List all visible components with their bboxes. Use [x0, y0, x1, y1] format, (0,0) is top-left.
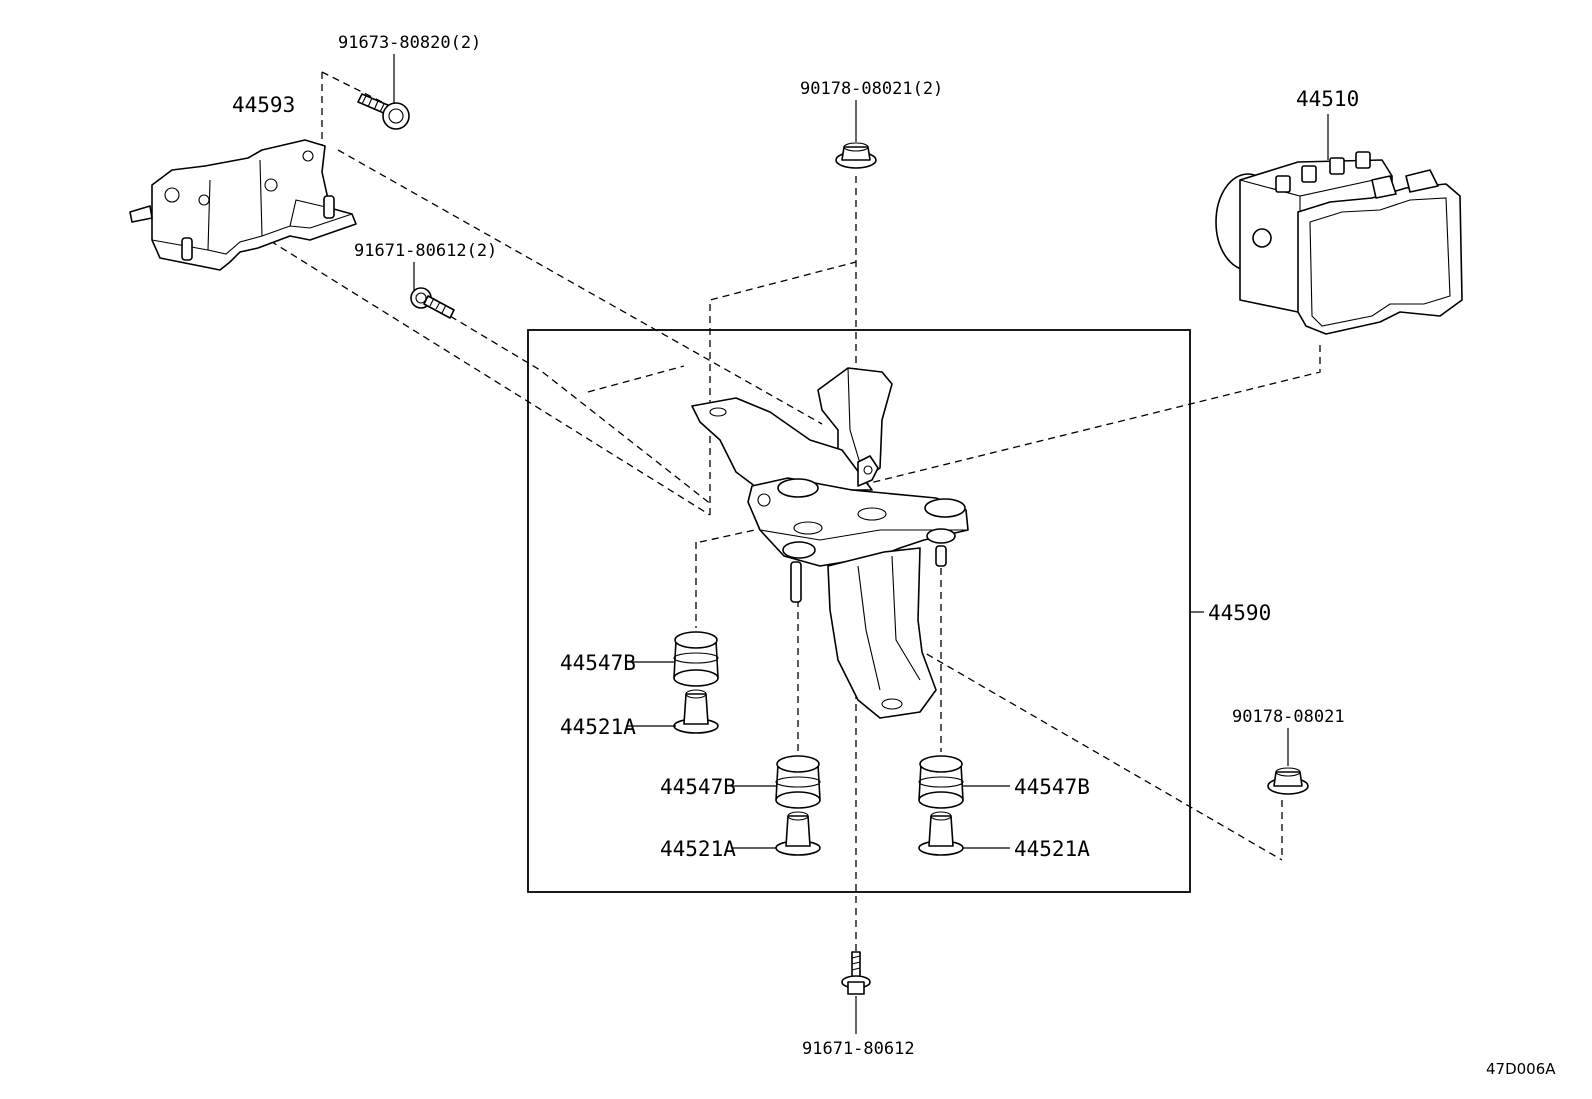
label-44547b-center: 44547B	[660, 775, 736, 799]
bolt-91671-80612-left-icon	[410, 287, 455, 319]
nut-90178-top-icon	[835, 142, 877, 169]
collar-44521a-left-icon	[673, 689, 719, 734]
label-44521a-right: 44521A	[1014, 837, 1090, 861]
assembly-frame	[527, 329, 1191, 893]
label-91673-80820: 91673-80820(2)	[338, 33, 481, 53]
label-44590: 44590	[1208, 601, 1271, 625]
label-44510: 44510	[1296, 87, 1359, 111]
assembly-guide-lines	[239, 71, 1321, 962]
cushion-44547b-left-icon	[673, 631, 719, 687]
label-91671-80612-2: 91671-80612(2)	[354, 241, 497, 261]
collar-44521a-right-icon	[918, 811, 964, 856]
label-44521a-left: 44521A	[560, 715, 636, 739]
label-44521a-center: 44521A	[660, 837, 736, 861]
nut-90178-right-icon	[1267, 767, 1309, 795]
actuator-44510-illustration	[1215, 151, 1463, 335]
label-44593: 44593	[232, 93, 295, 117]
bolt-91671-80612-bottom-icon	[841, 951, 871, 995]
label-44547b-right: 44547B	[1014, 775, 1090, 799]
label-44547b-left: 44547B	[560, 651, 636, 675]
label-91671-80612: 91671-80612	[802, 1039, 915, 1059]
label-90178-08021: 90178-08021	[1232, 707, 1345, 727]
label-90178-08021-2: 90178-08021(2)	[800, 79, 943, 99]
cushion-44547b-right-icon	[918, 755, 964, 809]
cushion-44547b-center-icon	[775, 755, 821, 809]
bracket-44590-illustration	[691, 367, 969, 719]
collar-44521a-center-icon	[775, 811, 821, 856]
bracket-44593-illustration	[129, 139, 357, 271]
bolt-91673-80820-icon	[357, 93, 410, 130]
diagram-code: 47D006A	[1486, 1060, 1556, 1078]
